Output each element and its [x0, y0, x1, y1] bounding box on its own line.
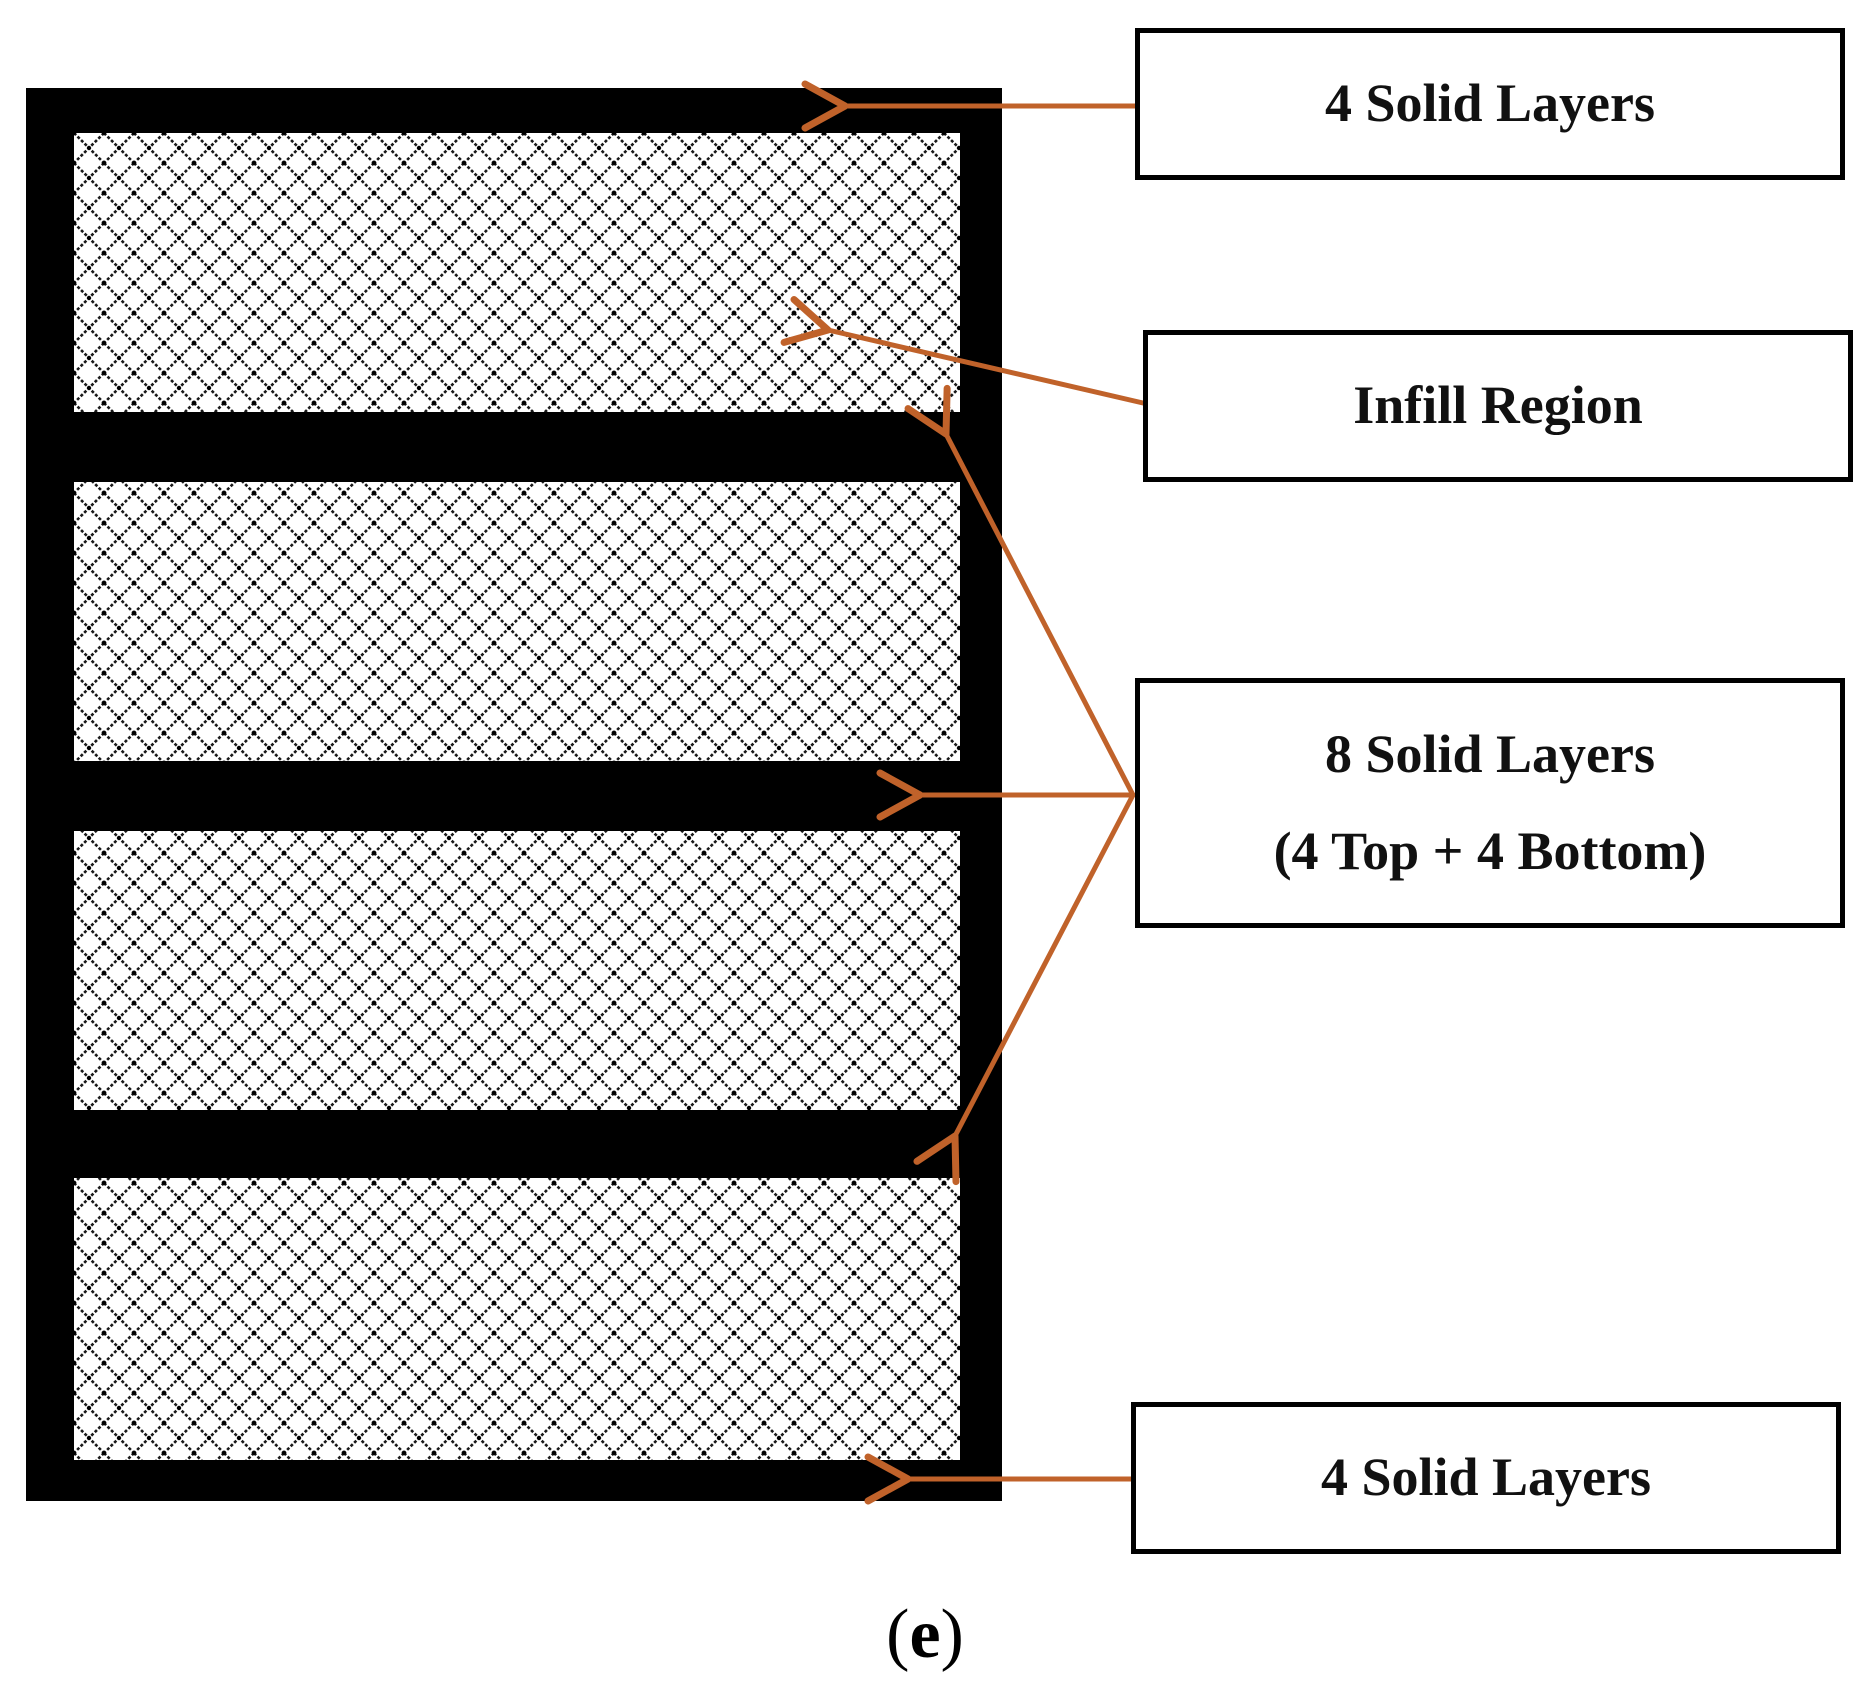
label-middle-line2: (4 Top + 4 Bottom)	[1273, 821, 1707, 881]
arrow-middle-solid-lower	[913, 792, 1136, 1186]
arrow-middle-solid-upper	[904, 384, 1136, 798]
label-infill-region-text: Infill Region	[1353, 375, 1643, 436]
label-middle-line1: 8 Solid Layers	[1324, 723, 1656, 784]
caption-open-paren: (	[886, 1596, 910, 1673]
label-bottom-solid-layers-text: 4 Solid Layers	[1320, 1447, 1652, 1508]
label-infill-region: Infill Region	[1143, 330, 1853, 482]
caption-letter: e	[909, 1596, 941, 1673]
caption-close-paren: )	[940, 1596, 964, 1673]
figure-caption: (e)	[835, 1600, 1015, 1670]
label-top-solid-layers-text: 4 Solid Layers	[1324, 73, 1656, 134]
label-middle-solid-layers: 8 Solid Layers (4 Top + 4 Bottom)	[1135, 678, 1845, 928]
infill-region-1	[74, 133, 960, 412]
infill-region-4	[74, 1178, 960, 1460]
label-top-solid-layers: 4 Solid Layers	[1135, 28, 1845, 180]
infill-region-2	[74, 482, 960, 761]
label-bottom-solid-layers: 4 Solid Layers	[1131, 1402, 1841, 1554]
infill-region-3	[74, 831, 960, 1110]
arrow-infill-region	[780, 296, 1146, 406]
